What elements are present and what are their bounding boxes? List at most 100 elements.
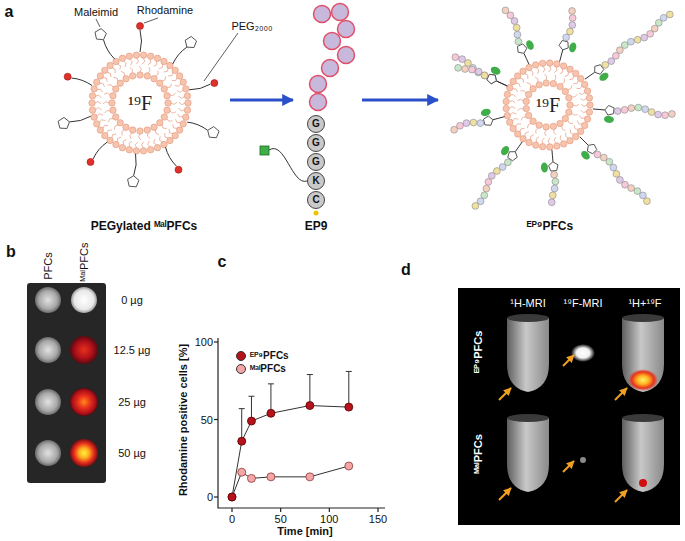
lipid-head: [557, 83, 563, 89]
lipid-tail: [112, 134, 116, 138]
lipid-head: [539, 60, 545, 66]
axis-title: Rhodamine positive cells [%]: [177, 344, 190, 496]
peptide-bead: [459, 56, 466, 63]
legend-entry: ᴱᴾ⁹PFCs: [236, 349, 289, 362]
lipid-head: [161, 58, 167, 64]
part-label: Maleimid: [74, 6, 118, 19]
lipid-head: [91, 86, 97, 92]
peptide-bead: [472, 203, 479, 210]
row-label: ᴹᵃˡPFCs: [472, 434, 485, 474]
peptide-bead: [502, 7, 509, 14]
sample-well: [70, 388, 98, 416]
lipid-tail: [103, 102, 109, 104]
peptide-bead: [515, 38, 522, 45]
lipid-head: [154, 55, 160, 61]
peptide-bead: [513, 24, 520, 31]
lipid-tail: [518, 109, 524, 111]
lipid-tail: [179, 108, 185, 111]
axis-tick: [231, 508, 232, 512]
lipid-head: [144, 73, 150, 79]
lipid-tail: [510, 95, 516, 98]
lipid-tail: [162, 76, 166, 81]
particle: ¹⁹FPEGylated ᴹᵃˡPFCs: [60, 35, 228, 235]
pointer-arrow: [563, 461, 574, 472]
peptide-bead: [485, 179, 492, 186]
lipid-head: [573, 70, 579, 76]
lipid-head: [584, 116, 590, 122]
peg-chain: [187, 122, 207, 130]
peptide-bead: [481, 72, 488, 79]
part-label: PEG₂₀₀₀: [231, 20, 272, 33]
lipid-head: [180, 121, 186, 127]
data-point: [238, 437, 246, 445]
peptide-bead: [567, 28, 574, 35]
maleimide-ring: [517, 44, 526, 53]
lipid-head: [554, 61, 560, 67]
tick-label: 0: [207, 491, 213, 504]
maleimide-ring: [483, 116, 492, 125]
peptide-bead: [452, 54, 459, 61]
lipid-head: [97, 127, 103, 133]
tube-opening: [507, 314, 549, 322]
lipid-tail: [142, 58, 145, 64]
amino-acid-letter: G: [312, 118, 320, 130]
axis-tick: [214, 341, 218, 342]
lipid-head: [117, 80, 123, 86]
error-bar: [270, 384, 271, 413]
rhodamine-dot: [87, 158, 94, 165]
sample-tube: [622, 418, 664, 492]
lipid-head: [183, 114, 189, 120]
lipid-head: [161, 141, 167, 147]
peptide-bead: [622, 181, 629, 188]
legend-text: ᴹᵃˡPFCs: [250, 363, 286, 374]
peptide-bead: [640, 192, 647, 199]
lipid-tail: [554, 67, 557, 73]
peptide-bead: [477, 120, 484, 127]
lipid-tail: [136, 58, 138, 64]
fluorophore-square: [260, 146, 269, 155]
rhodamine-dot: [137, 23, 144, 30]
lipid-head: [567, 66, 573, 72]
amino-acid-letter: G: [312, 137, 320, 149]
legend-entry: ᴹᵃˡPFCs: [236, 362, 289, 375]
lipid-head: [180, 79, 186, 85]
peptide-bead: [606, 158, 613, 165]
lipid-tail: [560, 69, 563, 74]
peptide-residue: [332, 4, 349, 21]
particle-core: [92, 55, 188, 151]
amino-acid-circle: K: [307, 172, 325, 190]
peg-chain: [593, 109, 605, 110]
panel-a-art: [58, 4, 675, 216]
peptide-residue: [338, 47, 355, 64]
core-label: ¹⁹F: [128, 92, 152, 115]
lipid-tail: [99, 120, 105, 123]
peptide-bead: [628, 105, 635, 112]
lipid-tail: [107, 72, 111, 77]
maleimide-ring: [128, 176, 139, 187]
lipid-tail: [118, 64, 121, 70]
panel-letter: b: [6, 243, 16, 261]
axis-tick: [280, 508, 281, 512]
lipid-tail: [545, 74, 547, 80]
lipid-tail: [542, 138, 544, 144]
chart-axes: [218, 338, 385, 508]
lipid-head: [157, 80, 163, 86]
lipid-head: [525, 91, 531, 97]
lipid-head: [130, 73, 136, 79]
peptide-bead: [462, 66, 469, 73]
lipid-head: [89, 100, 95, 106]
peptide-bead: [483, 185, 490, 192]
lipid-head: [185, 100, 191, 106]
tick-label: 150: [369, 513, 387, 526]
lipid-head: [123, 76, 129, 82]
lipid-tail: [130, 67, 133, 73]
reaction-arrow: [230, 99, 293, 102]
peptide-bead: [669, 111, 676, 118]
amino-acid-circle: G: [307, 115, 325, 133]
peptide-bead: [499, 164, 506, 171]
lipid-head: [107, 62, 113, 68]
peg-chain: [134, 154, 137, 176]
amino-acid-letter: K: [312, 175, 319, 187]
lipid-head: [581, 81, 587, 87]
